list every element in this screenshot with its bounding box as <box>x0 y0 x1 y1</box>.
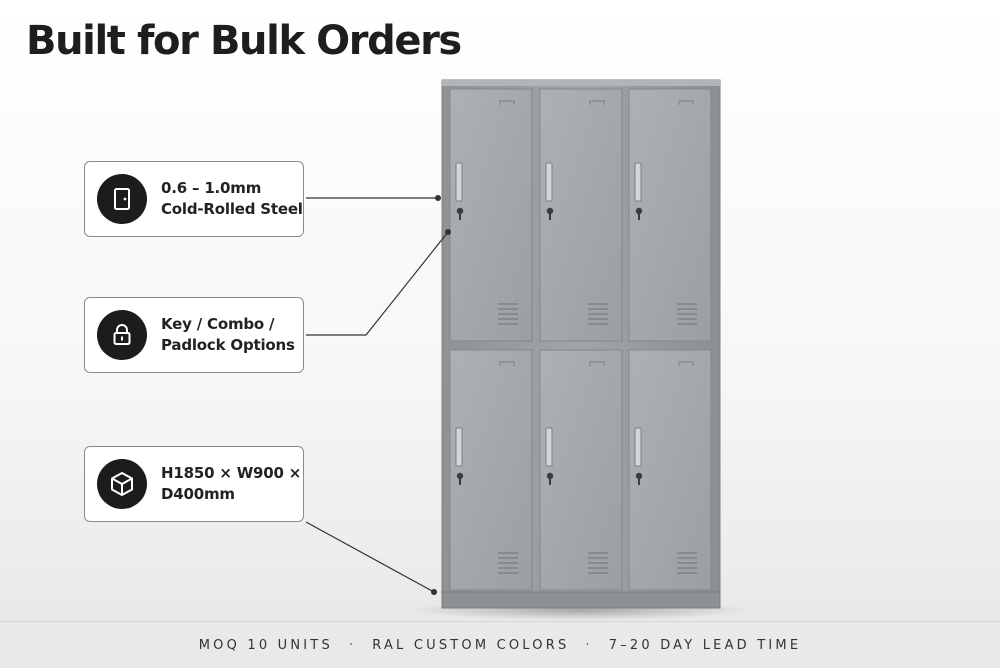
locker-door-2-louvre <box>588 308 608 310</box>
locker-door-4-louvre <box>498 562 518 564</box>
padlock-icon <box>97 310 147 360</box>
page-title: Built for Bulk Orders <box>26 18 462 64</box>
locker-door-3-top-vent <box>678 100 694 105</box>
locker-door-5-keyhole <box>546 472 554 480</box>
locker-door-6-louvre <box>677 552 697 554</box>
locker-door-2 <box>539 88 623 342</box>
locker-door-6-louvre <box>677 557 697 559</box>
locker-door-3-louvre <box>677 323 697 325</box>
locker-door-6-keyhole <box>635 472 643 480</box>
locker-door-2-keyhole <box>546 207 554 215</box>
locker-door-3-louvre <box>677 303 697 305</box>
locker-door-1-louvre <box>498 318 518 320</box>
locker-door-3-louvre <box>677 313 697 315</box>
callout-dimensions-line-2: D400mm <box>161 485 235 503</box>
callout-steel-line-1: 0.6 – 1.0mm <box>161 179 262 197</box>
locker-door-4-key-slot <box>459 479 461 485</box>
locker-door-1-key-slot <box>459 214 461 220</box>
locker-door-2-louvre <box>588 323 608 325</box>
locker-door-5 <box>539 349 623 591</box>
leader-line-lock <box>306 231 449 336</box>
locker-door-5-louvre <box>588 562 608 564</box>
leader-line-dimensions <box>305 521 435 593</box>
locker-door-3-handle <box>634 162 642 202</box>
locker-door-3-keyhole <box>635 207 643 215</box>
locker-door-1-louvre <box>498 308 518 310</box>
locker-door-4 <box>449 349 533 591</box>
leader-dot-dimensions <box>431 589 437 595</box>
locker-door-4-handle <box>455 427 463 467</box>
locker-door-1-handle <box>455 162 463 202</box>
locker-door-3-louvre <box>677 308 697 310</box>
leader-dot-lock <box>445 229 451 235</box>
locker-door-6-top-vent <box>678 361 694 366</box>
locker-door-2-louvre <box>588 313 608 315</box>
footer-item-colors: RAL CUSTOM COLORS <box>372 637 570 653</box>
locker-door-6 <box>628 349 712 591</box>
locker-door-5-louvre <box>588 557 608 559</box>
locker-door-2-key-slot <box>549 214 551 220</box>
locker-door-6-key-slot <box>638 479 640 485</box>
callout-steel-line-2: Cold-Rolled Steel <box>161 200 303 218</box>
locker-door-2-louvre <box>588 303 608 305</box>
footer-item-moq: MOQ 10 UNITS <box>198 637 333 653</box>
locker-door-3 <box>628 88 712 342</box>
cube-icon <box>97 459 147 509</box>
callout-steel: 0.6 – 1.0mm Cold-Rolled Steel <box>84 161 304 237</box>
footer-strip: MOQ 10 UNITS · RAL CUSTOM COLORS · 7–20 … <box>0 621 1000 668</box>
footer-separator: · <box>348 637 357 653</box>
locker-door-4-louvre <box>498 567 518 569</box>
door-icon <box>97 174 147 224</box>
locker-top-rim <box>442 80 720 86</box>
locker-door-4-louvre <box>498 557 518 559</box>
locker-door-5-key-slot <box>549 479 551 485</box>
leader-dot-steel <box>435 195 441 201</box>
locker-door-1-louvre <box>498 303 518 305</box>
locker-door-6-handle <box>634 427 642 467</box>
locker-door-3-key-slot <box>638 214 640 220</box>
footer-separator: · <box>585 637 593 653</box>
locker-door-1 <box>449 88 533 342</box>
callout-lock-line-2: Padlock Options <box>161 336 295 354</box>
locker-base <box>441 591 721 609</box>
locker-door-1-louvre <box>498 313 518 315</box>
callout-lock-line-1: Key / Combo / <box>161 315 275 333</box>
locker-door-1-top-vent <box>499 100 515 105</box>
callout-dimensions-line-1: H1850 × W900 × <box>161 464 302 482</box>
locker-door-4-top-vent <box>499 361 515 366</box>
locker-door-6-louvre <box>677 572 697 574</box>
callout-lock: Key / Combo / Padlock Options <box>84 297 304 373</box>
locker-door-4-keyhole <box>456 472 464 480</box>
locker-door-6-louvre <box>677 562 697 564</box>
locker-door-5-top-vent <box>589 361 605 366</box>
locker-door-4-louvre <box>498 572 518 574</box>
locker-door-5-louvre <box>588 572 608 574</box>
locker-door-2-handle <box>545 162 553 202</box>
locker-door-5-louvre <box>588 567 608 569</box>
footer-item-lead-time: 7–20 DAY LEAD TIME <box>608 637 802 653</box>
locker-door-6-louvre <box>677 567 697 569</box>
locker-door-2-top-vent <box>589 100 605 105</box>
locker-door-5-louvre <box>588 552 608 554</box>
locker-door-3-louvre <box>677 318 697 320</box>
locker-door-2-louvre <box>588 318 608 320</box>
callout-dimensions: H1850 × W900 × D400mm <box>84 446 304 522</box>
locker-door-1-louvre <box>498 323 518 325</box>
locker-door-1-keyhole <box>456 207 464 215</box>
locker-door-4-louvre <box>498 552 518 554</box>
locker-door-5-handle <box>545 427 553 467</box>
